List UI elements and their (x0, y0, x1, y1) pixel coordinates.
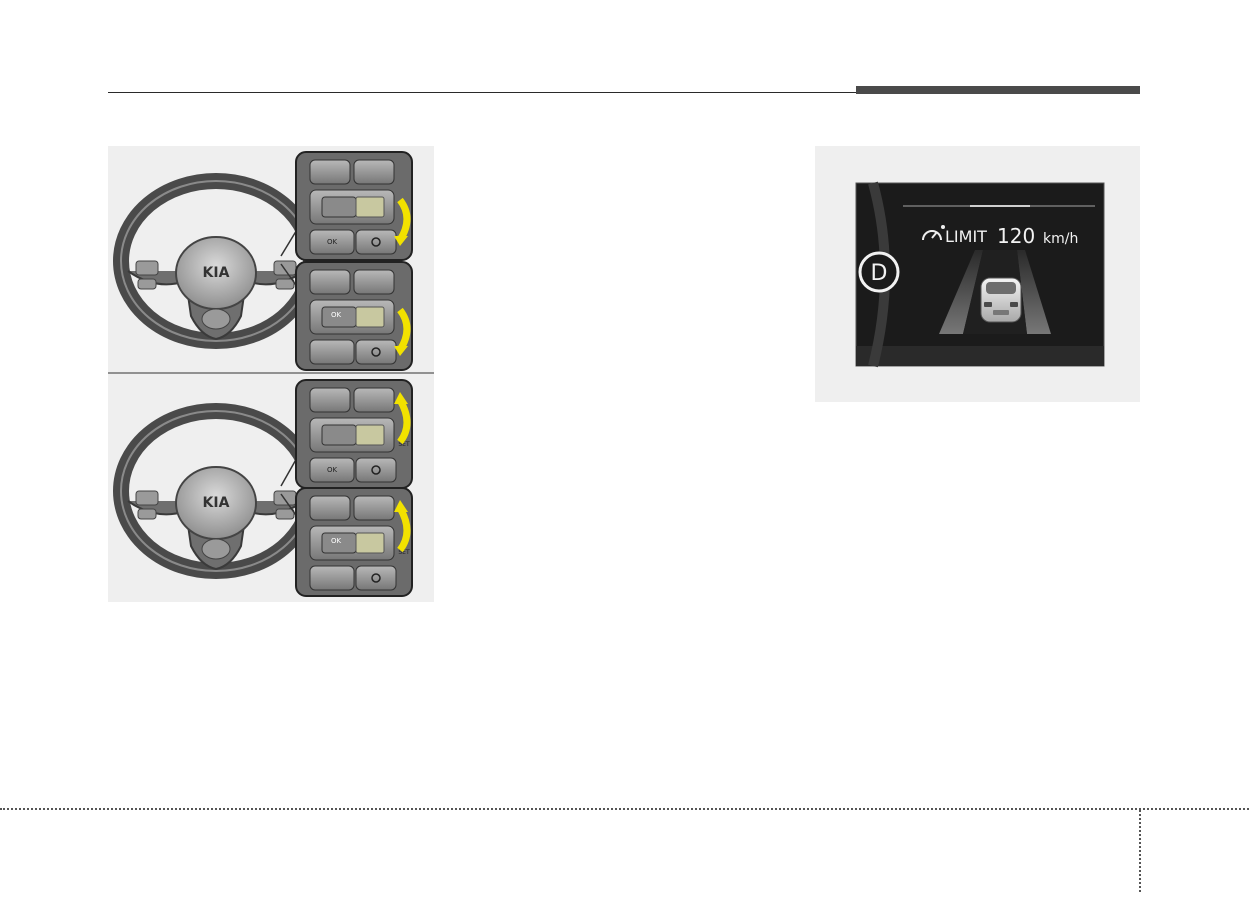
control-switch-2: OK (296, 262, 412, 370)
car-icon (981, 278, 1021, 322)
limit-label: LIMIT (945, 227, 987, 246)
steering-wheel-illustration: KIA OK OK KIA (108, 146, 434, 602)
control-switch-1: OK (296, 152, 412, 260)
control-switch-4: OK SET (296, 488, 412, 596)
section-tab (856, 86, 1140, 94)
bottom-panel: KIA OK SET OK SET (121, 380, 412, 596)
kia-logo: KIA (203, 265, 230, 281)
gear-letter: D (871, 261, 888, 286)
control-switch-3: OK SET (296, 380, 412, 488)
svg-text:OK: OK (327, 238, 338, 246)
svg-text:OK: OK (327, 466, 338, 474)
top-panel: KIA OK OK (121, 152, 412, 370)
footer-rule (0, 808, 1249, 810)
cluster-display-illustration: LIMIT 120 km/h D (815, 146, 1140, 402)
footer-divider (1139, 810, 1141, 892)
kia-logo: KIA (203, 495, 230, 511)
svg-text:OK: OK (331, 537, 342, 545)
svg-text:OK: OK (331, 311, 342, 319)
speed-unit: km/h (1043, 231, 1078, 247)
speed-value: 120 (997, 224, 1035, 248)
